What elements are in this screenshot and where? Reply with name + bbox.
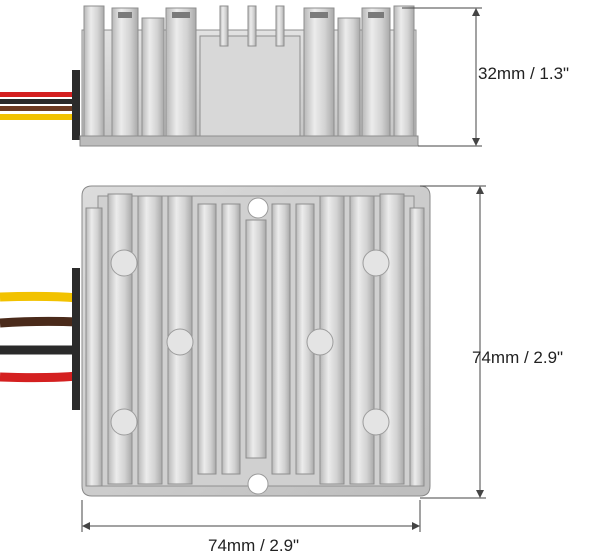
mounting-hole-bottom (247, 473, 269, 495)
mounting-hole-top (247, 197, 269, 219)
wire-red (0, 371, 79, 383)
front-view-width-label: 74mm / 2.9" (208, 536, 300, 555)
top-view-wires (0, 70, 80, 140)
top-view-fins (83, 5, 415, 137)
front-view-fins (85, 193, 425, 487)
front-view-height-label: 74mm / 2.9" (472, 348, 564, 367)
screw-heads (110, 249, 390, 436)
top-view-fin-slots (118, 12, 384, 18)
wire-yellow (0, 114, 78, 120)
screw-bottom-left (110, 408, 138, 436)
screw-bottom-right (362, 408, 390, 436)
wire-black (0, 99, 78, 104)
screw-top-left (110, 249, 138, 277)
screw-top-right (362, 249, 390, 277)
width-dimension-front (81, 500, 421, 532)
top-view-base-plate (79, 135, 419, 147)
screw-mid-right (306, 328, 334, 356)
height-dimension-front (420, 185, 486, 499)
cable-grommet (72, 70, 80, 140)
wire-brown (0, 316, 79, 328)
wire-brown (0, 106, 78, 111)
top-view-height-label: 32mm / 1.3" (478, 64, 570, 83)
top-view (0, 5, 419, 147)
wire-yellow (0, 291, 79, 303)
screw-mid-left (166, 328, 194, 356)
wire-red (0, 92, 78, 97)
front-view-wires (0, 268, 80, 410)
front-view (0, 185, 431, 497)
cable-grommet (72, 268, 80, 410)
height-dimension-top (402, 7, 482, 147)
